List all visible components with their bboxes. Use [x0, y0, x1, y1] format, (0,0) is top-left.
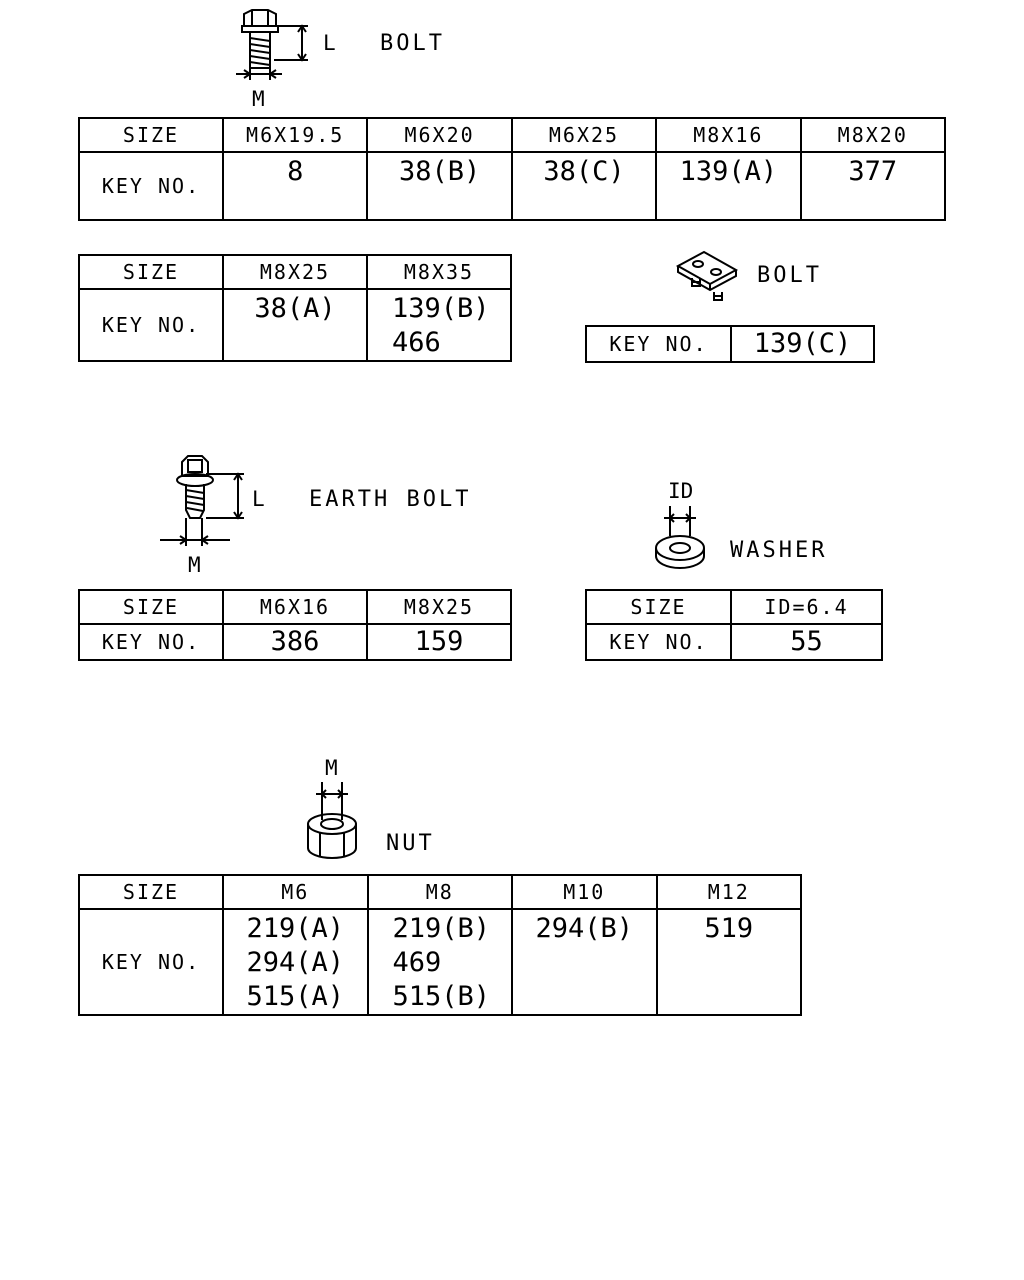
washer-table: SIZE ID=6.4 KEY NO. 55	[585, 589, 883, 661]
key-value: 139(B)	[392, 293, 490, 324]
key-value: 294(A)	[246, 947, 345, 978]
bolt-label: BOLT	[380, 31, 445, 56]
bracket-bolt-label: BOLT	[757, 263, 822, 288]
earth-bolt-icon	[160, 455, 244, 546]
bracket-bolt-key-cell: 139(C)	[730, 325, 875, 363]
bracket-bolt-table: KEY NO. 139(C)	[585, 325, 875, 363]
bolt-key-cell: 139(B) 466	[366, 288, 512, 362]
nut-size-cell: M10	[511, 874, 658, 910]
washer-size-cell: ID=6.4	[730, 589, 883, 625]
washer-icon	[655, 506, 705, 569]
bolt-dim-m: M	[252, 87, 265, 111]
size-header: SIZE	[78, 117, 224, 153]
size-header: SIZE	[78, 874, 224, 910]
size-header: SIZE	[78, 254, 224, 290]
nut-key-cell: 294(B)	[511, 908, 658, 1016]
key-value: 519	[704, 913, 754, 944]
key-value: 515(A)	[246, 981, 345, 1012]
bolt-size-cell: M8X35	[366, 254, 512, 290]
bolt-size-cell: M8X16	[655, 117, 802, 153]
key-no-header: KEY NO.	[78, 623, 224, 661]
nut-size-cell: M8	[366, 874, 513, 910]
earth-bolt-dim-m: M	[188, 553, 201, 577]
nut-table: SIZE M6 M8 M10 M12 KEY NO. 219(A) 294(A)…	[78, 874, 802, 1016]
bolt-size-cell: M6X25	[510, 117, 658, 153]
bolt-icon	[236, 9, 308, 80]
bolt-key-cell: 8	[221, 151, 369, 221]
key-value: 515(B)	[392, 981, 491, 1012]
nut-icon	[307, 782, 357, 859]
key-no-header: KEY NO.	[78, 288, 224, 362]
bolt-size-table-2: SIZE M8X25 M8X35 KEY NO. 38(A) 139(B) 46…	[78, 254, 512, 362]
key-value: 466	[392, 327, 441, 358]
earth-bolt-key-cell: 386	[222, 623, 368, 661]
bolt-size-table: SIZE M6X19.5 M6X20 M6X25 M8X16 M8X20 KEY…	[78, 117, 947, 221]
earth-bolt-size-cell: M6X16	[222, 589, 368, 625]
nut-key-cell: 219(B) 469 515(B)	[366, 908, 513, 1016]
bolt-key-cell: 38(C)	[510, 151, 658, 221]
size-header: SIZE	[78, 589, 224, 625]
bracket-bolt-icon	[675, 250, 739, 301]
bolt-key-cell: 377	[799, 151, 947, 221]
nut-dim-m: M	[325, 756, 338, 780]
bolt-size-cell: M6X20	[366, 117, 513, 153]
nut-label: NUT	[386, 831, 435, 856]
nut-size-cell: M6	[222, 874, 369, 910]
key-no-header: KEY NO.	[585, 623, 732, 661]
nut-size-cell: M12	[655, 874, 802, 910]
bolt-size-cell: M8X25	[222, 254, 368, 290]
bolt-size-cell: M6X19.5	[221, 117, 369, 153]
earth-bolt-dim-l: L	[252, 487, 265, 511]
bolt-key-cell: 38(A)	[222, 288, 368, 362]
washer-dim-id: ID	[668, 479, 694, 503]
nut-key-cell: 219(A) 294(A) 515(A)	[222, 908, 369, 1016]
key-value: 219(A)	[246, 913, 345, 944]
bolt-size-cell: M8X20	[799, 117, 947, 153]
washer-key-cell: 55	[730, 623, 883, 661]
key-no-header: KEY NO.	[78, 151, 224, 221]
bolt-dim-l: L	[323, 31, 336, 55]
earth-bolt-table: SIZE M6X16 M8X25 KEY NO. 386 159	[78, 589, 512, 661]
bolt-key-cell: 38(B)	[366, 151, 513, 221]
nut-key-cell: 519	[655, 908, 802, 1016]
earth-bolt-key-cell: 159	[366, 623, 512, 661]
key-value: 294(B)	[535, 913, 634, 944]
key-value: 469	[392, 947, 442, 978]
key-no-header: KEY NO.	[585, 325, 732, 363]
key-value: 219(B)	[392, 913, 491, 944]
earth-bolt-size-cell: M8X25	[366, 589, 512, 625]
washer-label: WASHER	[730, 538, 828, 563]
key-no-header: KEY NO.	[78, 908, 224, 1016]
bolt-key-cell: 139(A)	[655, 151, 802, 221]
earth-bolt-label: EARTH BOLT	[309, 487, 472, 512]
size-header: SIZE	[585, 589, 732, 625]
